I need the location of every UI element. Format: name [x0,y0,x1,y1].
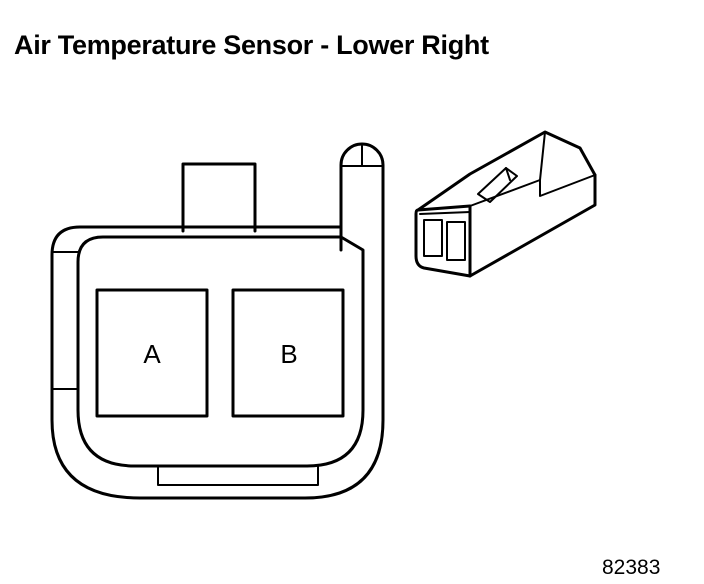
iso-top-step [539,174,596,197]
cavity-b [231,288,345,418]
iso-front-ledge [419,211,471,215]
connector-isometric-view [414,130,597,278]
iso-top-front-edge [469,179,541,207]
diagram-title: Air Temperature Sensor - Lower Right [14,30,489,60]
iso-side-face [468,173,597,278]
iso-cavity-right [446,221,466,261]
iso-latch-edge [505,167,511,181]
connector-housing-outer [50,225,385,500]
cavity-a-label: A [143,339,161,369]
iso-cavity-left [423,219,443,257]
connector-locking-tab [181,162,257,233]
connector-housing-bottom-rib [157,465,319,486]
cavity-a [95,288,209,418]
connector-face-view: A B [50,142,385,500]
iso-latch [477,167,518,203]
iso-top-ridge [539,131,546,181]
connector-housing-inner [76,235,365,468]
connector-latch-post [339,142,385,252]
cavity-b-label: B [280,339,297,369]
figure-number: 82383 [602,556,661,579]
